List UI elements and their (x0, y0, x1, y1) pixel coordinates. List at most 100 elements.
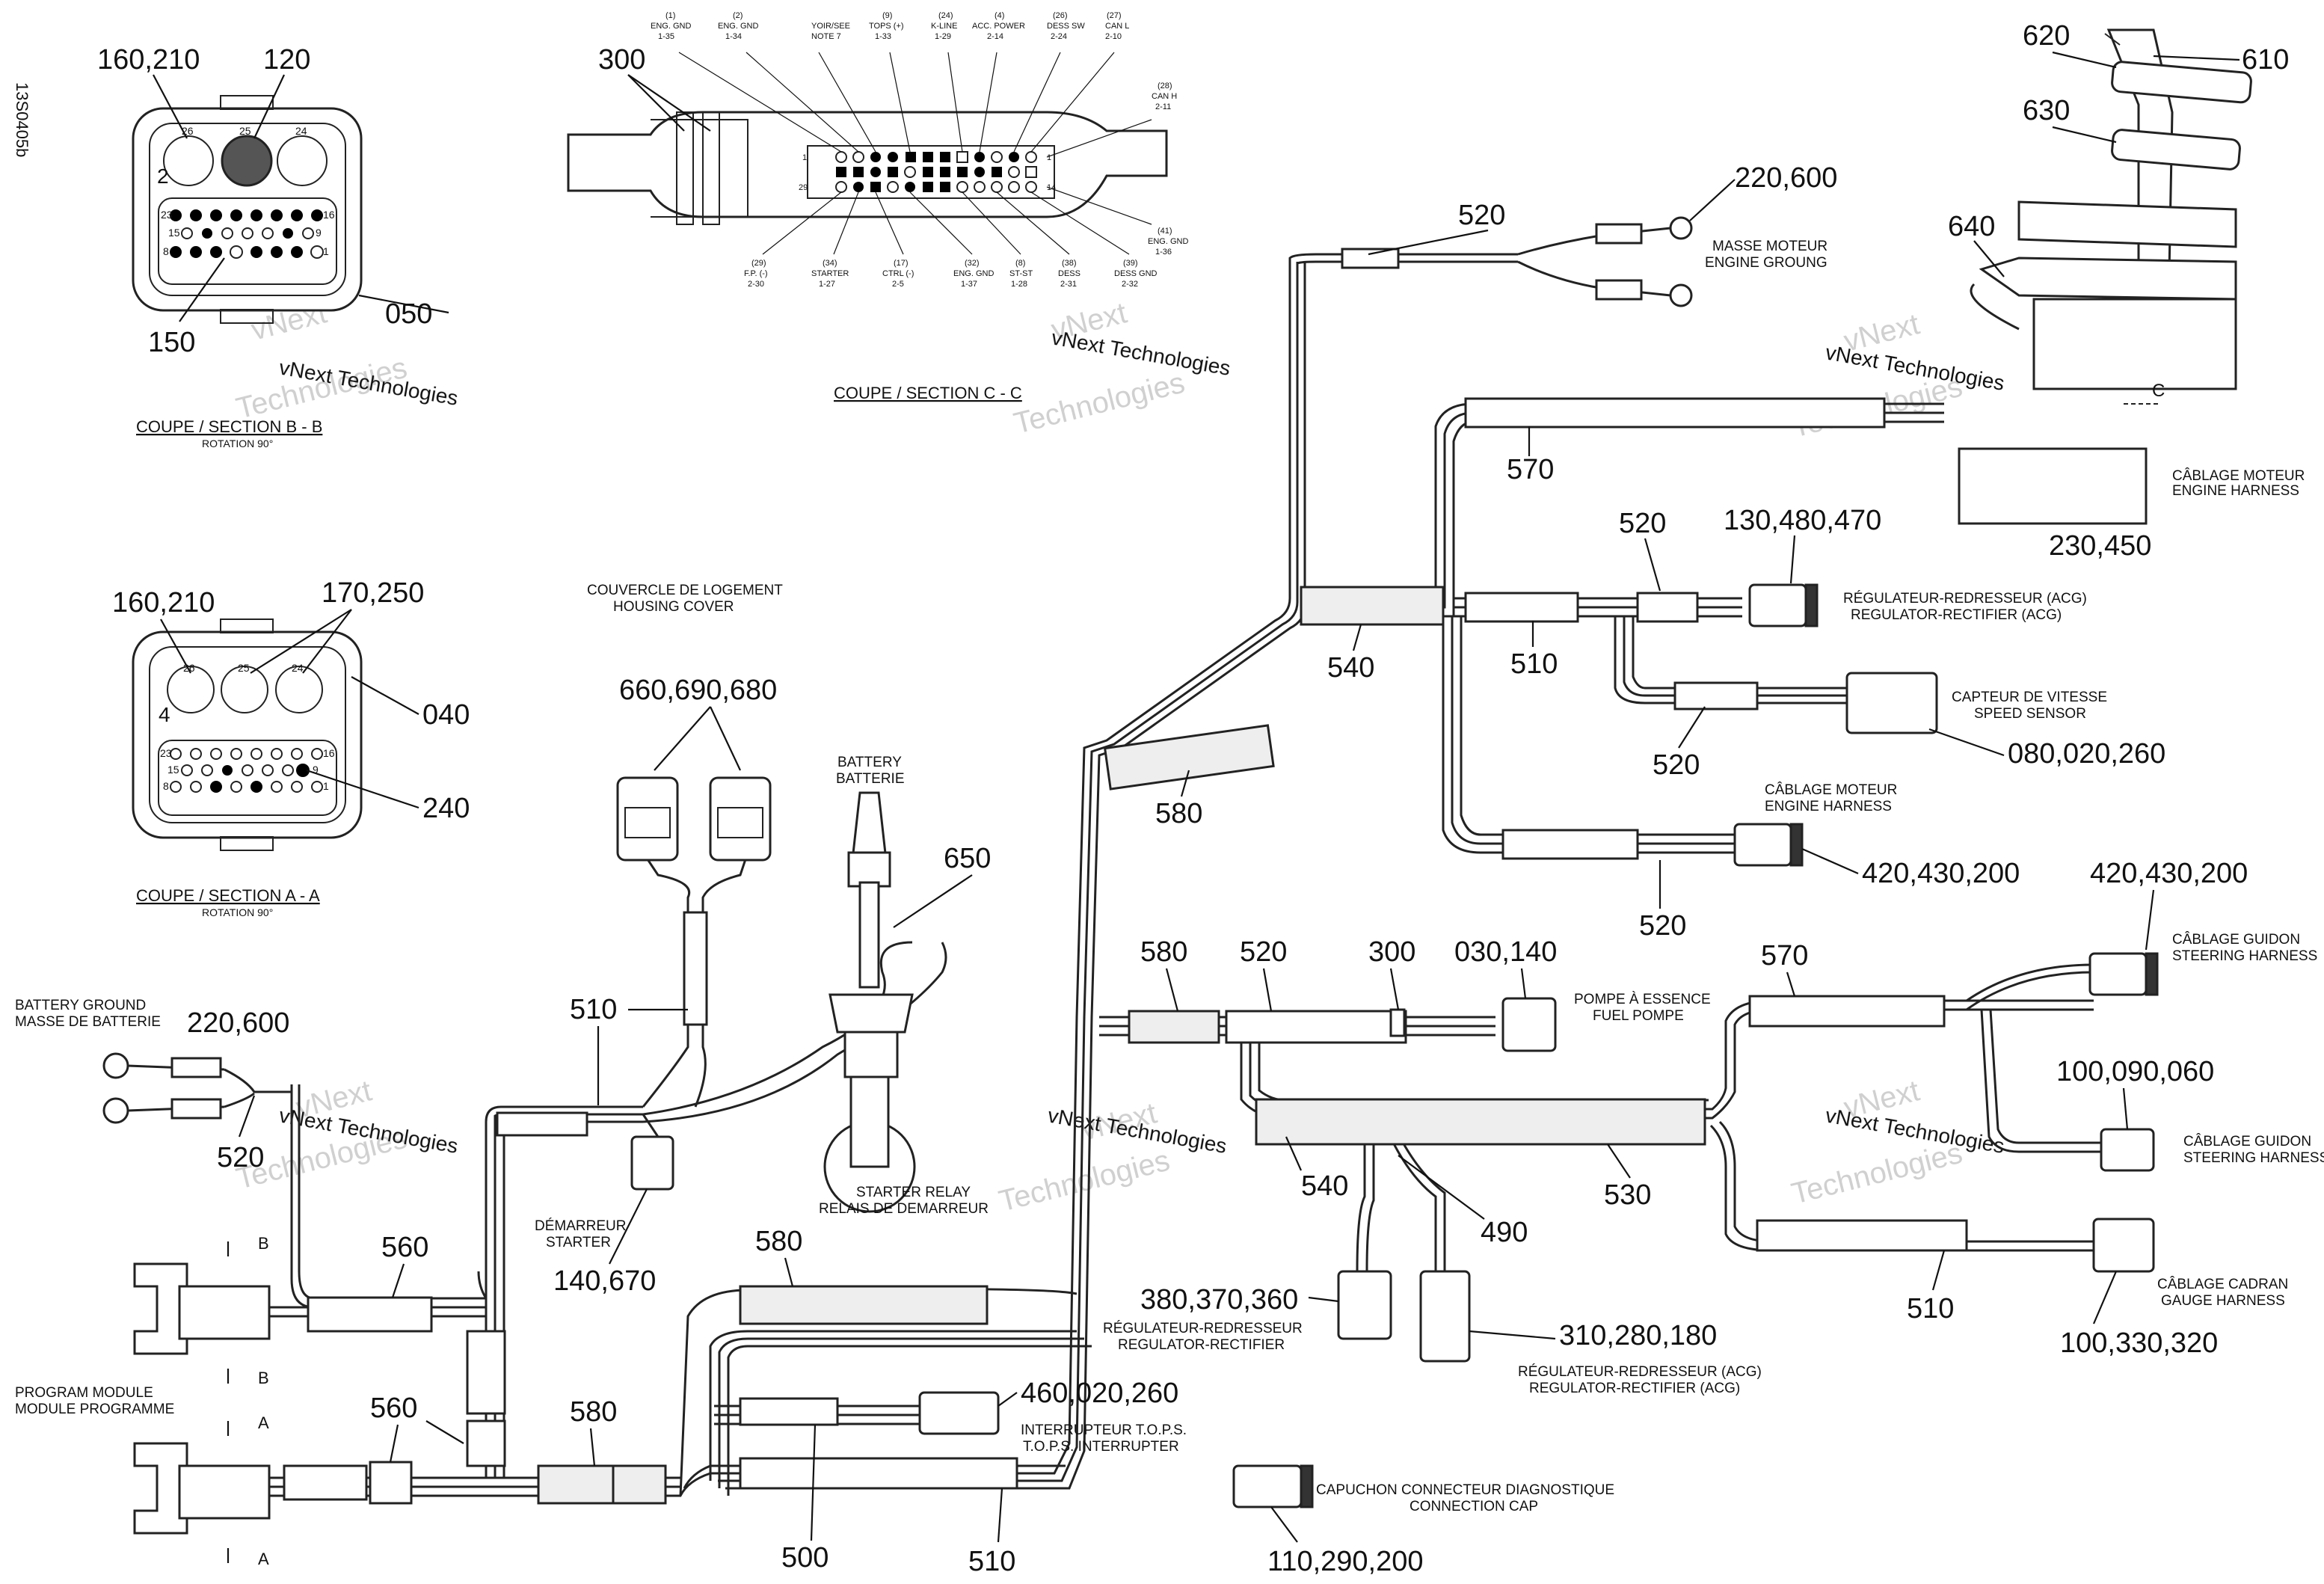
callout-label: 520 (1639, 910, 1686, 942)
caption-line: RÉGULATEUR-REDRESSEUR (ACG) (1843, 591, 2087, 607)
callout-label: 300 (598, 44, 645, 76)
program-module (133, 1241, 271, 1563)
bb-pin-grid (170, 209, 324, 259)
caption-line: DÉMARREUR (535, 1218, 626, 1234)
caption-line: RÉGULATEUR-REDRESSEUR (1103, 1321, 1303, 1336)
diagram-text: ST-ST (1009, 269, 1033, 278)
callout-label: 520 (1619, 508, 1666, 539)
diagram-text: (38) (1062, 259, 1077, 268)
diagram-text: CTRL (-) (882, 269, 914, 278)
callout-label: 110,290,200 (1267, 1546, 1424, 1577)
caption-line: BATTERIE (836, 771, 905, 787)
section-letter: A (258, 1550, 269, 1568)
callout-label: 310,280,180 (1559, 1320, 1717, 1351)
section-title: COUPE / SECTION B - B (136, 417, 322, 436)
caption-line: CÂBLAGE MOTEUR (1765, 782, 1897, 798)
diagram-text: DESS SW (1047, 22, 1085, 31)
caption-line: STEERING HARNESS (2172, 948, 2317, 964)
diagram-text: 1-28 (1011, 280, 1027, 289)
callout-label: 420,430,200 (2090, 858, 2248, 889)
callout-label: 570 (1507, 454, 1554, 485)
diagram-text: 1-36 (1155, 248, 1172, 257)
caption-line: RÉGULATEUR-REDRESSEUR (ACG) (1518, 1364, 1762, 1380)
callout-label: 490 (1481, 1217, 1528, 1248)
diagram-text: 2-11 (1155, 102, 1171, 111)
callout-label: 580 (755, 1226, 802, 1257)
section-cc-connector: 1 29 1 14 (567, 52, 1168, 255)
caption-line: CÂBLAGE GUIDON (2183, 1133, 2311, 1149)
diagram-text: (8) (1015, 259, 1025, 268)
diagram-text: STARTER (811, 269, 849, 278)
callout-label: 560 (370, 1393, 417, 1424)
diagram-text: DESS GND (1114, 269, 1158, 278)
pin-number: 23 (160, 747, 172, 759)
diagram-text: F.P. (-) (744, 269, 768, 278)
pin-number: 25 (239, 125, 251, 137)
ecm-module (1958, 28, 2252, 525)
pin-number: 4 (159, 703, 170, 726)
callout-label: 640 (1948, 211, 1995, 242)
connectors (630, 216, 2159, 1508)
diagram-text: (26) (1053, 11, 1068, 20)
diagram-text: (28) (1158, 82, 1172, 90)
diagram-text: (34) (823, 259, 837, 268)
diagram-text: (29) (751, 259, 766, 268)
diagram-text: K-LINE (931, 22, 957, 31)
pin-number: 9 (316, 227, 322, 239)
callout-label: 620 (2023, 20, 2070, 52)
section-letter: C (2152, 381, 2165, 401)
diagram-text: NOTE 7 (811, 32, 841, 41)
callout-label: 510 (570, 994, 617, 1025)
diagram-text: ACC. POWER (972, 22, 1025, 31)
diagram-text: 1-33 (875, 32, 891, 41)
diagram-text: (4) (995, 11, 1004, 20)
diagram-text: (9) (882, 11, 892, 20)
callout-label: 520 (217, 1142, 264, 1173)
callout-label: 170,250 (322, 577, 424, 609)
watermark-caption: vNext Technologies (1050, 325, 1232, 380)
caption-line: ENGINE HARNESS (1765, 799, 1892, 814)
callout-label: 630 (2023, 95, 2070, 126)
caption-line: BATTERY GROUND (15, 998, 146, 1013)
pin-number: 8 (163, 780, 169, 792)
caption-line: INTERRUPTEUR T.O.P.S. (1021, 1422, 1187, 1438)
diagram-text: (41) (1158, 227, 1172, 236)
callout-label: 460,020,260 (1021, 1378, 1178, 1409)
callout-label: 160,210 (97, 44, 200, 76)
callout-label: 220,600 (187, 1007, 289, 1039)
engine-harness-label: CÂBLAGE MOTEUR (2172, 467, 2305, 484)
callout-label: 660,690,680 (619, 675, 777, 706)
diagram-text: (27) (1107, 11, 1122, 20)
pin-number: 2 (157, 165, 169, 188)
diagram-text: 1-37 (961, 280, 977, 289)
diagram-text: 1-34 (725, 32, 742, 41)
caption-line: MODULE PROGRAMME (15, 1402, 174, 1417)
diagram-text: CAN H (1152, 92, 1177, 101)
diagram-text: (2) (733, 11, 743, 20)
document-id: 13S0405b (13, 82, 31, 157)
captions: MASSE MOTEUR ENGINE GROUNG RÉGULATEUR-RE… (15, 239, 2324, 1514)
watermark-text: Technologies (1789, 1137, 1966, 1211)
callout-label: 420,430,200 (1862, 858, 2020, 889)
callout-label: 100,090,060 (2056, 1056, 2214, 1087)
pin-number: 15 (167, 764, 179, 776)
battery-and-starter-relay (823, 791, 916, 1213)
diagram-text: (39) (1123, 259, 1138, 268)
diagram-text: DESS (1058, 269, 1080, 278)
callout-label: 580 (1140, 936, 1187, 968)
diagram-text: 2-30 (748, 280, 764, 289)
diagram-text: ENG. GND (953, 269, 994, 278)
callout-label: 540 (1327, 652, 1374, 684)
watermark-text: Technologies (996, 1144, 1173, 1218)
callout-label: 220,600 (1735, 162, 1837, 194)
caption-line: HOUSING COVER (613, 599, 734, 615)
callout-label: 160,210 (112, 587, 215, 618)
callout-label: 130,480,470 (1724, 505, 1881, 536)
caption-line: CÂBLAGE CADRAN (2157, 1276, 2288, 1292)
relay-housing-cover (616, 776, 772, 862)
callout-label: 650 (944, 843, 991, 874)
diagram-text: 2-24 (1051, 32, 1067, 41)
diagram-text: 1-27 (819, 280, 835, 289)
